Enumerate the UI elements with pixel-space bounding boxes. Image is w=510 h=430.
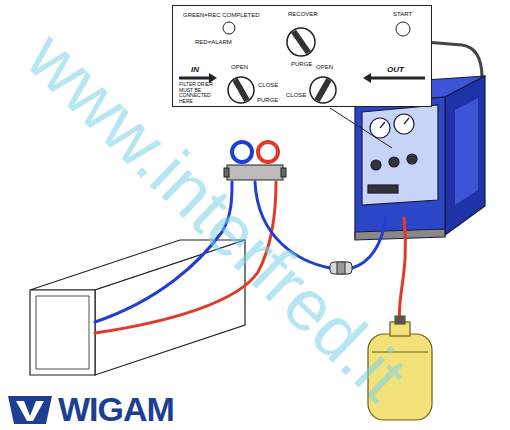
panel-controls-part: [396, 22, 410, 36]
panel-label: IN: [191, 66, 199, 75]
machine-part: [407, 154, 417, 164]
machine-part: [355, 97, 445, 238]
panel-label: FILTER DRIER MUST BE CONNECTED HERE: [179, 82, 217, 104]
machine-part: [355, 229, 445, 240]
panel-label: GREEN=REC COMPLETED: [183, 12, 260, 19]
panel-label: OPEN: [316, 64, 333, 71]
panel-controls-part: [291, 30, 311, 55]
panel-label: PURGE: [291, 61, 312, 68]
air-conditioning-unit-part: [95, 240, 245, 375]
wigam-logo-mark-part: [8, 396, 52, 424]
machine-part: [445, 76, 485, 235]
panel-controls-part: [287, 28, 315, 56]
machine-part: [455, 98, 478, 205]
filter-drier: [330, 262, 352, 274]
panel-controls-part: [363, 73, 371, 83]
hoses-part: [352, 218, 386, 268]
panel-label: CLOSE: [258, 82, 278, 89]
panel-controls-part: [371, 77, 425, 80]
machine-part: [380, 122, 385, 128]
hoses-part: [399, 218, 405, 322]
recovery-cylinder-part: [372, 351, 428, 352]
panel-label: PURGE: [257, 97, 278, 104]
recovery-cylinder-part: [395, 316, 405, 324]
manifold-gauges-part: [258, 142, 278, 162]
manifold-gauges-part: [224, 168, 229, 177]
hoses: [95, 182, 406, 333]
machine-part: [370, 118, 390, 138]
control-panel: GREEN=REC COMPLETED RECOVER START RED=ALARM…: [172, 5, 432, 107]
panel-label: START: [393, 11, 412, 18]
panel-controls-part: [223, 22, 235, 34]
recovery-cylinder-part: [368, 334, 432, 420]
machine-part: [371, 160, 381, 170]
panel-controls-part: [310, 77, 336, 103]
panel-label: OPEN: [231, 64, 248, 71]
manifold-gauges: [224, 142, 286, 180]
machine-part: [394, 114, 414, 134]
manifold-gauges-part: [227, 165, 283, 180]
hoses-part: [95, 182, 232, 322]
panel-label: OUT: [387, 66, 404, 75]
wigam-logo-mark: [8, 396, 52, 424]
recovery-cylinder: [368, 316, 432, 420]
filter-drier-part: [330, 262, 352, 274]
machine-part: [404, 118, 409, 124]
panel-label: CLOSE: [286, 92, 306, 99]
manifold-gauges-part: [281, 168, 286, 177]
wigam-logo-mark-part: [16, 401, 44, 421]
air-conditioning-unit: [30, 240, 245, 375]
air-conditioning-unit-part: [36, 296, 89, 369]
hoses-part: [255, 182, 330, 268]
panel-label: RED=ALARM: [195, 39, 232, 46]
machine-part: [362, 105, 438, 205]
panel-controls-part: [232, 78, 249, 102]
leader-line: [330, 108, 392, 148]
filter-drier-part: [337, 262, 345, 274]
panel-controls-part: [228, 77, 254, 103]
machine-part: [389, 157, 399, 167]
air-conditioning-unit-part: [30, 290, 95, 375]
panel-controls-part: [179, 77, 209, 80]
hoses-part: [95, 182, 276, 333]
panel-controls-part: [314, 78, 331, 102]
panel-label: RECOVER: [288, 11, 318, 18]
brand-logo: WIGAM: [58, 390, 174, 429]
manifold-gauges-part: [232, 142, 252, 162]
machine-part: [368, 185, 398, 193]
